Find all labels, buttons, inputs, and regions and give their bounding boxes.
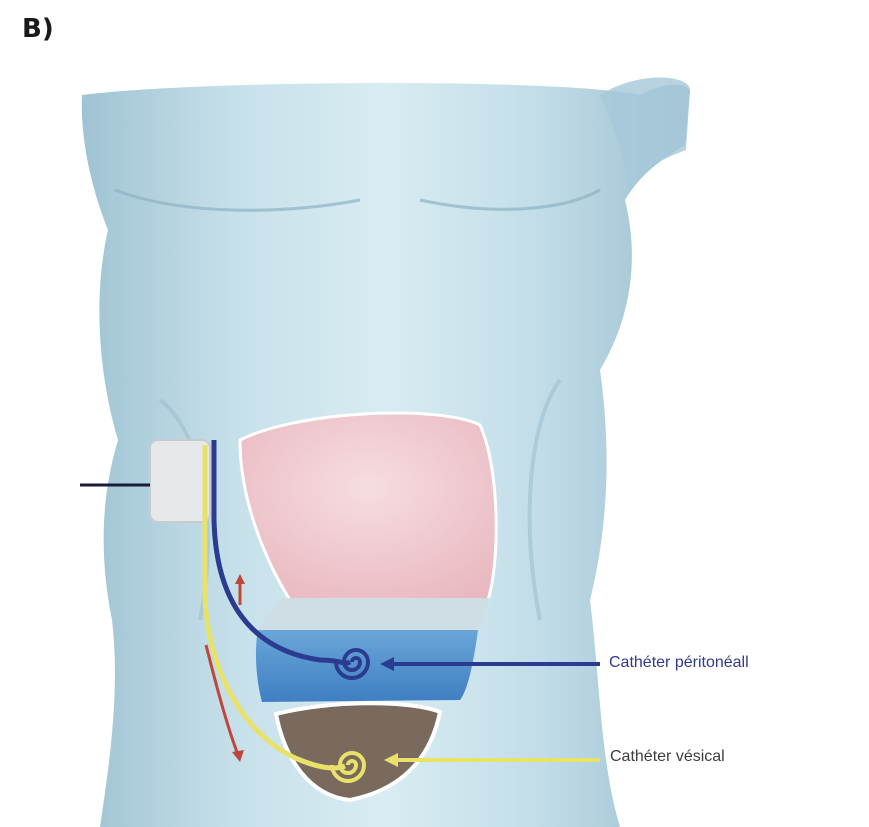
bladder-catheter-label: Cathéter vésical: [610, 748, 725, 766]
liver-region: [240, 413, 496, 600]
panel-label: B): [22, 14, 54, 44]
pump-device: [150, 440, 210, 522]
peritoneal-space: [258, 598, 490, 630]
peritoneal-catheter-label: Cathéter péritonéall: [609, 654, 749, 672]
